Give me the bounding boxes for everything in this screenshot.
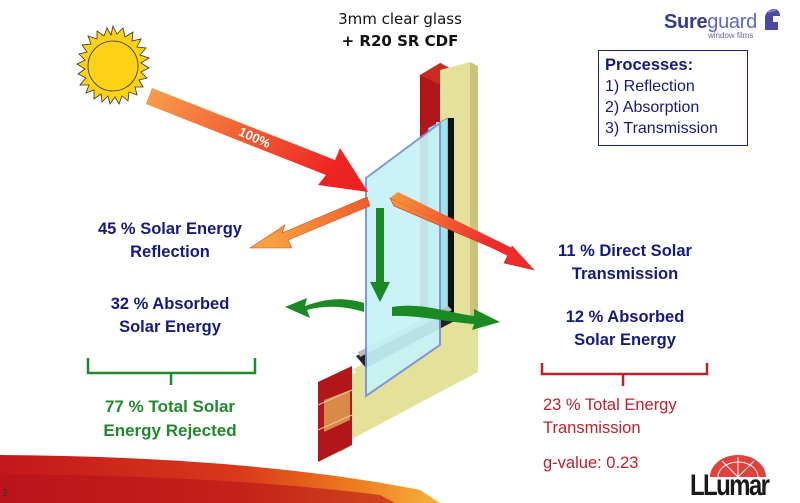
right-bracket <box>540 363 709 386</box>
processes-heading: Processes: <box>605 56 694 74</box>
llumar-sunburst-icon <box>710 455 766 477</box>
g-value-label: g-value: 0.23 <box>543 454 639 472</box>
absorption-arrow <box>370 208 390 302</box>
reflection-label: 45 % Solar Energy Reflection <box>98 220 242 261</box>
llumar-logo: LLumar <box>690 455 780 502</box>
absorbed-out-left-arrow <box>285 298 364 318</box>
sureguard-wordmark: Sureguard <box>664 8 794 34</box>
helmet-icon <box>765 9 781 30</box>
sureguard-tagline: window films <box>708 31 754 40</box>
sun-icon <box>76 24 150 105</box>
llumar-wordmark: LLumar <box>690 469 770 502</box>
direct-transmission-label: 11 % Direct Solar Transmission <box>558 242 692 283</box>
title-line-2: + R20 SR CDF <box>341 32 459 50</box>
sureguard-logo: Sureguard window films <box>664 8 794 40</box>
absorbed-right-label: 12 % Absorbed Solar Energy <box>565 308 685 349</box>
absorbed-left-label: 32 % Absorbed Solar Energy <box>110 295 230 336</box>
page-title: 3mm clear glass + R20 SR CDF <box>300 8 500 52</box>
process-item: 2) Absorption <box>605 99 700 116</box>
processes-box: Processes: 1) Reflection 2) Absorption 3… <box>598 50 748 146</box>
process-item: 1) Reflection <box>605 78 695 95</box>
process-item: 3) Transmission <box>605 120 718 137</box>
left-bracket <box>86 358 257 385</box>
transmission-arrow <box>389 197 535 271</box>
total-transmission-label: 23 % Total Energy Transmission <box>543 396 677 437</box>
absorbed-in-right-arrow <box>392 305 500 330</box>
incoming-arrow <box>146 88 368 192</box>
reflection-arrow <box>248 196 371 249</box>
total-rejected-label: 77 % Total Solar Energy Rejected <box>103 397 237 440</box>
title-line-1: 3mm clear glass <box>338 10 462 28</box>
page-number: 3 <box>2 488 8 499</box>
